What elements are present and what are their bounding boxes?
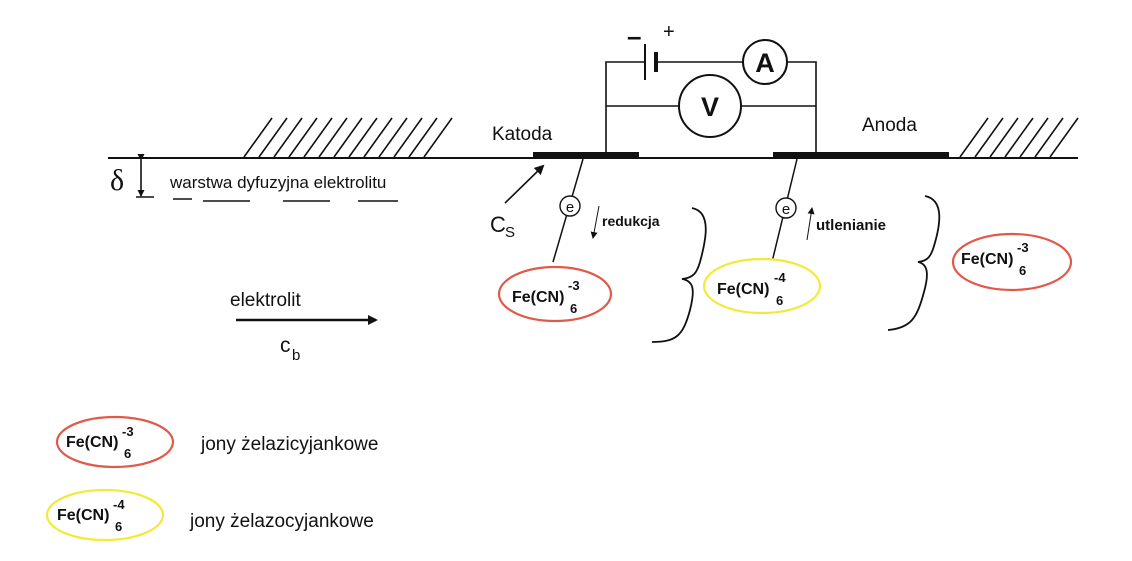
legend-ferrocyanide-ion: Fe(CN) -4 6 — [45, 488, 165, 542]
svg-text:-3: -3 — [122, 424, 134, 439]
oxidation-label: utlenianie — [816, 217, 886, 234]
svg-text:Fe(CN): Fe(CN) — [717, 281, 769, 298]
legend-ferrocyanide-text: jony żelazocyjankowe — [189, 511, 374, 532]
svg-text:6: 6 — [570, 301, 577, 316]
cathode-electron-icon — [559, 195, 581, 217]
svg-text:-3: -3 — [568, 278, 580, 293]
diffusion-layer-label: warstwa dyfuzyjna elektrolitu — [169, 173, 386, 192]
ferricyanide-ion-cathode: Fe(CN) -3 6 — [497, 265, 613, 323]
anode-electron-icon — [775, 197, 797, 219]
legend-ferricyanide-text: jony żelazicyjankowe — [200, 434, 378, 455]
svg-text:-3: -3 — [1017, 240, 1029, 255]
oxidation-brace — [887, 195, 941, 331]
reduction-label: redukcja — [602, 213, 660, 229]
anode-electron-label: e — [782, 201, 790, 218]
svg-text:6: 6 — [124, 446, 131, 461]
ammeter-label: A — [755, 48, 775, 78]
ferrocyanide-ion-anode: Fe(CN) -4 6 — [702, 257, 822, 315]
cs-label: C — [490, 212, 506, 237]
oxidation-direction-arrow — [806, 207, 815, 241]
cathode-label: Katoda — [492, 124, 553, 145]
svg-text:6: 6 — [115, 519, 122, 534]
wall-hatching-left — [243, 117, 453, 158]
circuit-wires — [605, 61, 817, 153]
voltmeter-label: V — [701, 92, 719, 122]
cathode-electron-label: e — [566, 199, 574, 216]
electrolyte-label: elektrolit — [230, 290, 301, 311]
delta-symbol: δ — [110, 164, 124, 197]
svg-text:Fe(CN): Fe(CN) — [512, 289, 564, 306]
cathode-electrode — [533, 152, 639, 159]
anode-electrode — [773, 152, 949, 159]
anode-label: Anoda — [862, 115, 917, 136]
wall-hatching-right — [959, 117, 1079, 158]
ferricyanide-ion-anode-product: Fe(CN) -3 6 — [951, 232, 1073, 292]
battery-plus-sign: + — [663, 21, 675, 43]
cs-pointer-arrow — [504, 164, 545, 204]
svg-text:Fe(CN): Fe(CN) — [57, 507, 109, 524]
reduction-brace — [651, 207, 707, 343]
diffusion-layer-boundary-dashes — [173, 198, 398, 202]
svg-text:Fe(CN): Fe(CN) — [961, 251, 1013, 268]
voltmeter-icon — [678, 74, 742, 138]
svg-text:-4: -4 — [774, 270, 786, 285]
battery-icon — [644, 44, 658, 80]
cb-subscript: b — [292, 347, 300, 364]
cs-subscript: S — [505, 224, 515, 241]
battery-minus-sign: – — [627, 21, 641, 51]
ammeter-icon — [742, 39, 788, 85]
legend-ferricyanide-ion: Fe(CN) -3 6 — [55, 415, 175, 469]
cb-label: c — [280, 334, 291, 357]
svg-text:-4: -4 — [113, 497, 125, 512]
svg-text:6: 6 — [776, 293, 783, 308]
reduction-direction-arrow — [590, 205, 600, 239]
svg-text:Fe(CN): Fe(CN) — [66, 434, 118, 451]
svg-text:6: 6 — [1019, 263, 1026, 278]
